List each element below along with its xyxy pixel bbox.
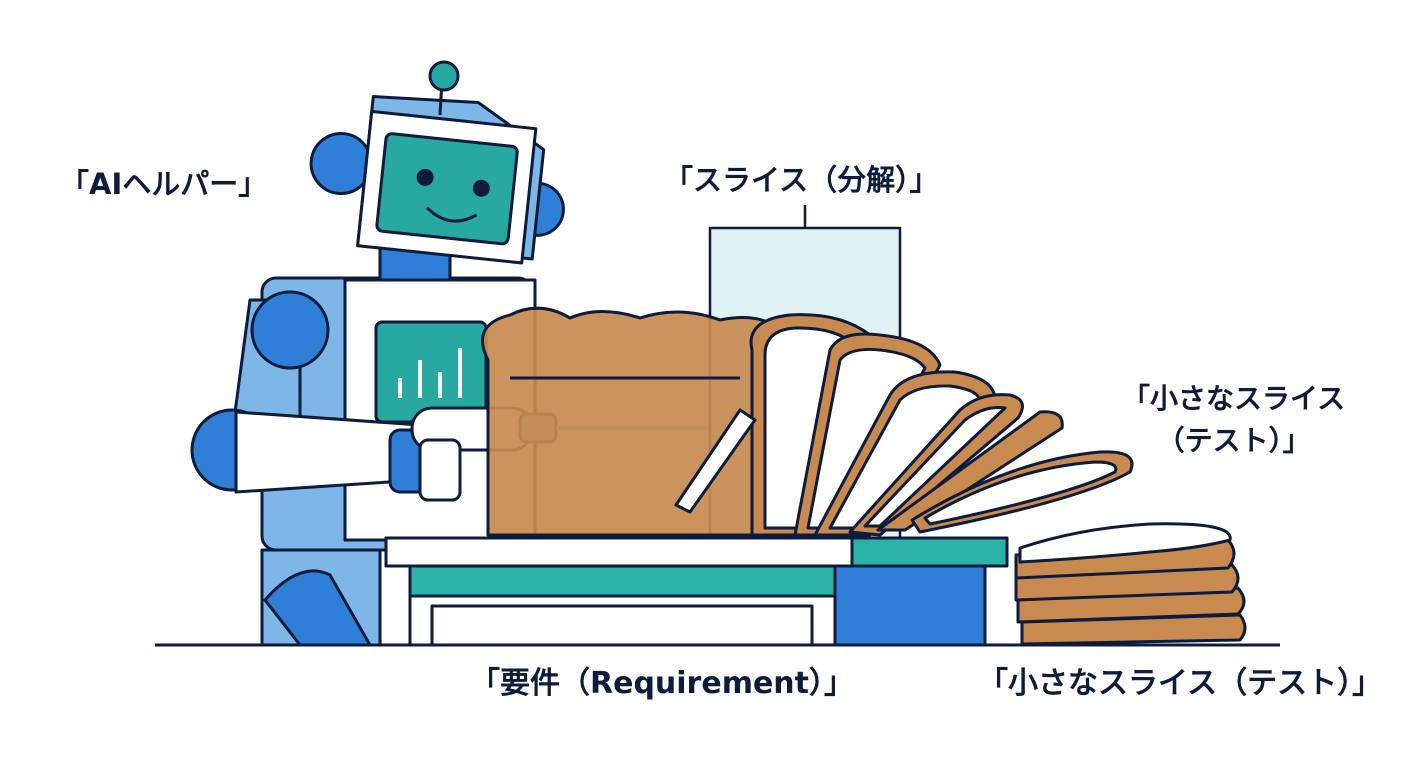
- robot-face-screen: [375, 132, 519, 246]
- slice-stack-icon: [1014, 522, 1247, 646]
- stack-slice: [1020, 613, 1247, 646]
- small-slice-test-label: 「小さなスライス （テスト）」: [1122, 378, 1345, 462]
- stack-slice: [1014, 563, 1240, 602]
- robot-smile: [425, 206, 478, 223]
- table-top-right: [850, 536, 1009, 568]
- table-top: [384, 536, 854, 568]
- small-slice-test-label-line2: （テスト）」: [1156, 424, 1311, 457]
- robot-eye-right: [472, 179, 490, 197]
- robot-head: [309, 95, 565, 265]
- small-slice-test-label-line1: 「小さなスライス: [1122, 382, 1346, 415]
- bread-slice-icon: [876, 410, 1064, 532]
- blade-icon: [674, 408, 757, 514]
- slice-decompose-label: 「スライス（分解）」: [664, 163, 939, 197]
- bread-slice-inner: [863, 406, 1007, 528]
- table-frame-inner: [430, 604, 814, 647]
- ai-helper-label: 「AIヘルパー」: [60, 167, 268, 201]
- table-apron: [408, 564, 837, 598]
- robot-leg-knee: [263, 569, 372, 647]
- robot-antenna-tip: [428, 60, 460, 92]
- robot-eye-left: [416, 168, 434, 186]
- blade: [674, 408, 757, 514]
- stack-slice: [1016, 586, 1246, 624]
- requirement-label: 「要件（Requirement）」: [470, 666, 855, 701]
- robot-shoulder: [250, 290, 330, 370]
- bread-slice-inner: [923, 460, 1118, 526]
- chest-bar-chart-icon: [398, 348, 462, 398]
- bread-slices: [749, 313, 1134, 537]
- table-icon: [384, 536, 1009, 647]
- tool-grip: [418, 438, 462, 502]
- stack-slice-top: [1018, 522, 1232, 564]
- table-cabinet: [833, 564, 987, 647]
- small-slice-test-bottom-label: 「小さなスライス（テスト）」: [978, 666, 1383, 701]
